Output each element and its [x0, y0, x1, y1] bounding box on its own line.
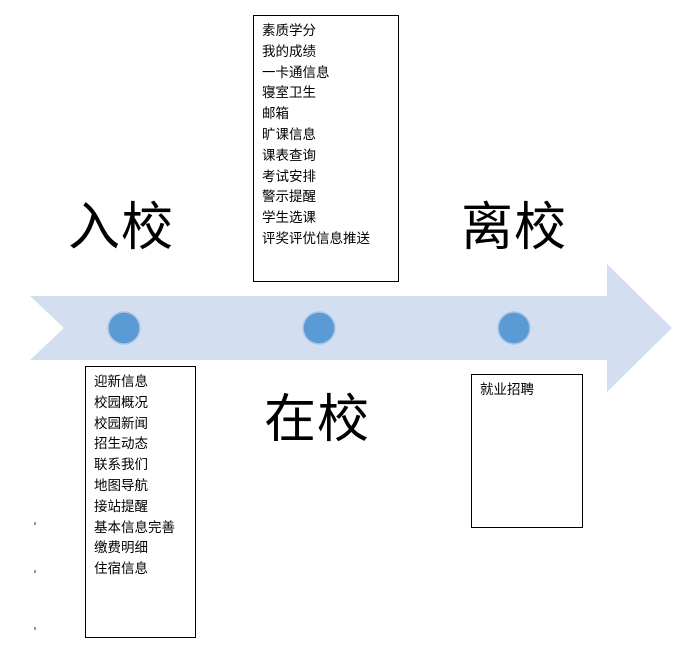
- stage-title-during: 在校: [264, 390, 371, 450]
- list-item: 学生选课: [262, 210, 316, 227]
- list-item: 基本信息完善: [94, 519, 175, 536]
- enrollment-box: 迎新信息 校园概况 校园新闻 招生动态 联系我们 地图导航 接站提醒 基本信息完…: [85, 366, 196, 638]
- tick-mark: [34, 627, 36, 630]
- list-item: 一卡通信息: [262, 64, 330, 81]
- node-enroll: [107, 311, 141, 345]
- list-item: 接站提醒: [94, 498, 148, 515]
- graduation-box: 就业招聘: [471, 374, 583, 528]
- list-item: 地图导航: [94, 477, 148, 494]
- list-item: 我的成绩: [262, 43, 316, 60]
- list-item: 邮箱: [262, 106, 289, 123]
- list-item: 旷课信息: [262, 126, 316, 143]
- stage-title-leave: 离校: [461, 198, 568, 258]
- list-item: 校园新闻: [94, 415, 148, 432]
- list-item: 就业招聘: [480, 382, 534, 398]
- list-item: 联系我们: [94, 457, 148, 474]
- tick-mark: [34, 522, 36, 525]
- list-item: 招生动态: [94, 436, 148, 453]
- list-item: 缴费明细: [94, 540, 148, 557]
- node-during: [302, 311, 336, 345]
- list-item: 住宿信息: [94, 561, 148, 578]
- during-school-box: 素质学分 我的成绩 一卡通信息 寝室卫生 邮箱 旷课信息 课表查询 考试安排 警…: [253, 15, 399, 282]
- list-item: 校园概况: [94, 394, 148, 411]
- node-leave: [497, 311, 531, 345]
- list-item: 课表查询: [262, 147, 316, 164]
- tick-mark: [34, 570, 36, 573]
- list-item: 考试安排: [262, 168, 316, 185]
- list-item: 迎新信息: [94, 374, 148, 390]
- list-item: 评奖评优信息推送: [262, 230, 370, 247]
- list-item: 警示提醒: [262, 189, 316, 206]
- stage-title-enroll: 入校: [68, 198, 175, 258]
- list-item: 素质学分: [262, 23, 316, 39]
- arrow-body: [30, 264, 672, 392]
- list-item: 寝室卫生: [262, 85, 316, 102]
